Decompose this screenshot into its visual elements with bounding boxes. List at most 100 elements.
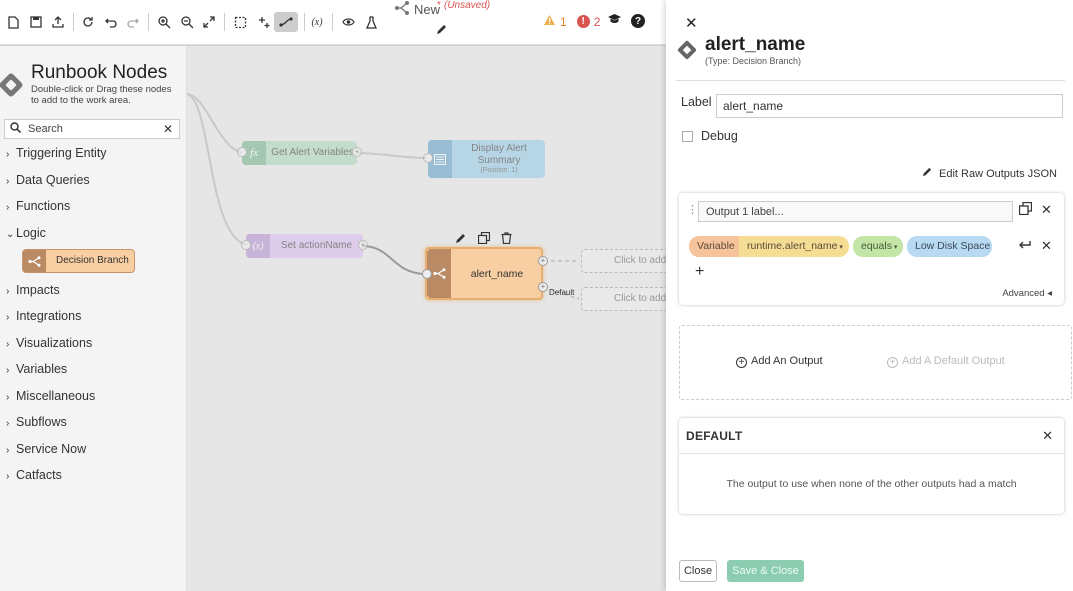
category-triggering-entity[interactable]: ›Triggering Entity [6,146,107,160]
category-logic[interactable]: ⌄Logic [6,226,46,240]
add-outputs-area: +Add An Output +Add A Default Output [679,325,1072,400]
decision-branch-icon [677,40,697,60]
preview-icon[interactable] [338,12,358,32]
select-icon[interactable] [230,12,250,32]
runbook-logo-icon [0,72,24,98]
remove-output-icon[interactable]: ✕ [1041,202,1052,217]
copy-output-icon[interactable] [1018,201,1033,218]
output-port[interactable]: + [538,256,548,266]
connect-icon[interactable] [274,12,298,32]
default-card-divider [679,453,1064,454]
edit-raw-label: Edit Raw Outputs JSON [939,168,1057,180]
default-card-title: DEFAULT [686,429,743,443]
category-label: Visualizations [16,336,93,350]
chevron-right-icon: › [6,286,10,297]
unsaved-marker: * [437,0,441,11]
default-output-port[interactable]: + [538,282,548,292]
output-port[interactable]: + [358,240,368,250]
advanced-label: Advanced [1002,288,1045,299]
toolbar-divider [304,13,305,31]
fit-icon[interactable] [199,12,219,32]
node-sublabel: (Position: 1) [480,167,518,174]
chevron-right-icon: › [6,418,10,429]
panel-type-label: (Type: Decision Branch) [705,56,802,66]
category-label: Variables [16,362,68,376]
redo-icon[interactable] [123,12,143,32]
node-display-alert-summary[interactable]: Display Alert Summary (Position: 1) [423,140,545,178]
output-label-input[interactable] [698,201,1013,222]
debug-checkbox[interactable] [682,131,693,142]
panel-divider [676,80,1065,81]
node-get-alert-variables[interactable]: fx Get Alert Variables + [237,141,362,165]
condition-source-chip[interactable]: Variable [689,236,739,257]
add-output-button[interactable]: +Add An Output [736,355,823,368]
delete-node-icon[interactable] [501,232,512,247]
remove-condition-icon[interactable]: ✕ [1041,238,1052,253]
add-default-output-button[interactable]: +Add A Default Output [887,355,1005,368]
category-service-now[interactable]: ›Service Now [6,442,86,456]
category-functions[interactable]: ›Functions [6,199,70,213]
category-data-queries[interactable]: ›Data Queries [6,173,90,187]
undo-icon[interactable] [101,12,121,32]
test-icon[interactable] [361,12,381,32]
connection-edges [187,93,580,300]
placeholder-node[interactable]: Click to add [581,287,666,311]
edit-raw-outputs-link[interactable]: Edit Raw Outputs JSON [922,167,1057,180]
refresh-icon[interactable] [78,12,98,32]
input-port[interactable] [237,147,247,157]
enter-icon[interactable] [1019,238,1031,253]
validation-status[interactable]: 1 ! 2 [543,14,600,29]
category-subflows[interactable]: ›Subflows [6,415,67,429]
edit-name-icon[interactable] [436,24,447,38]
clear-search-icon[interactable]: ✕ [162,122,173,136]
close-button[interactable]: Close [679,560,717,582]
category-label: Logic [16,226,46,240]
node-alert-name[interactable]: alert_name + + [422,247,548,300]
learn-icon[interactable] [607,13,622,28]
auto-layout-icon[interactable] [253,12,273,32]
placeholder-node[interactable]: Click to add [581,249,666,273]
chevron-right-icon: › [6,149,10,160]
variables-icon[interactable]: (x) [311,16,323,28]
node-palette: Runbook Nodes Double-click or Drag these… [0,46,187,591]
duplicate-node-icon[interactable] [477,231,491,247]
workflow-name: New [414,2,441,17]
category-integrations[interactable]: ›Integrations [6,309,81,323]
condition-path-chip[interactable]: runtime.alert_name ▾ [739,236,849,257]
workflow-canvas[interactable]: fx Get Alert Variables + Display Alert S… [187,46,666,591]
node-properties-panel: ✕ alert_name (Type: Decision Branch) Lab… [666,0,1073,591]
default-output-card: DEFAULT ✕ The output to use when none of… [679,418,1064,514]
help-icon[interactable]: ? [631,14,645,28]
category-impacts[interactable]: ›Impacts [6,283,60,297]
close-panel-icon[interactable]: ✕ [685,15,698,32]
search-input[interactable] [28,123,158,135]
save-close-button[interactable]: Save & Close [727,560,804,582]
condition-operator-chip[interactable]: equals ▾ [853,236,903,257]
zoom-in-icon[interactable] [154,12,174,32]
panel-title: alert_name [705,34,806,55]
edit-node-icon[interactable] [455,232,466,247]
add-condition-icon[interactable]: + [695,263,705,280]
remove-default-icon[interactable]: ✕ [1042,428,1053,443]
category-catfacts[interactable]: ›Catfacts [6,468,62,482]
input-port[interactable] [241,240,251,250]
node-set-action-name[interactable]: (x) Set actionName + [241,234,368,258]
output-port[interactable]: + [352,147,362,157]
save-icon[interactable] [26,12,46,32]
category-variables[interactable]: ›Variables [6,362,67,376]
label-field[interactable] [716,94,1063,118]
warning-icon [543,14,556,29]
debug-label: Debug [701,129,738,143]
node-label: Display Alert Summary [471,143,527,166]
new-icon[interactable] [3,12,23,32]
input-port[interactable] [423,153,433,163]
input-port[interactable] [422,269,432,279]
palette-node-decision-branch[interactable]: Decision Branch [22,249,135,273]
category-visualizations[interactable]: ›Visualizations [6,336,92,350]
palette-node-label: Decision Branch [56,255,129,266]
condition-value-chip[interactable]: Low Disk Space [907,236,992,257]
export-icon[interactable] [48,12,68,32]
advanced-toggle[interactable]: Advanced ◂ [1002,288,1052,299]
category-miscellaneous[interactable]: ›Miscellaneous [6,389,95,403]
zoom-out-icon[interactable] [177,12,197,32]
